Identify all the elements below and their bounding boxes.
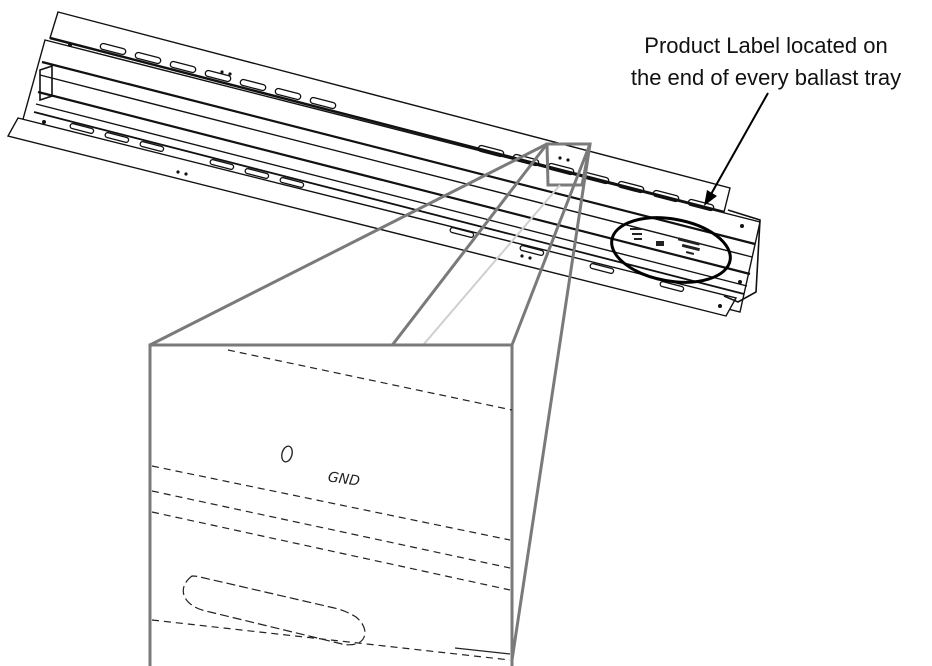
left-bracket: [39, 64, 53, 102]
product-label-marks: [630, 228, 700, 255]
zoom-slot: [182, 575, 366, 646]
right-end-cap: [723, 209, 761, 303]
callout-line-2: the end of every ballast tray: [630, 65, 902, 90]
bottom-rail: [6, 117, 738, 317]
ground-hole: [281, 445, 293, 463]
tray-slots-lower: [69, 122, 685, 293]
callout-arrow: [704, 92, 769, 206]
tray-holes: [42, 43, 744, 308]
callout-line-1: Product Label located on: [644, 33, 888, 58]
product-label-highlight: [610, 216, 732, 284]
gnd-label: GND: [327, 469, 361, 489]
magnifier-ray: [399, 184, 561, 373]
product-label-callout: Product Label located on the end of ever…: [600, 30, 932, 94]
zoom-detail-panel: GND: [148, 343, 514, 666]
